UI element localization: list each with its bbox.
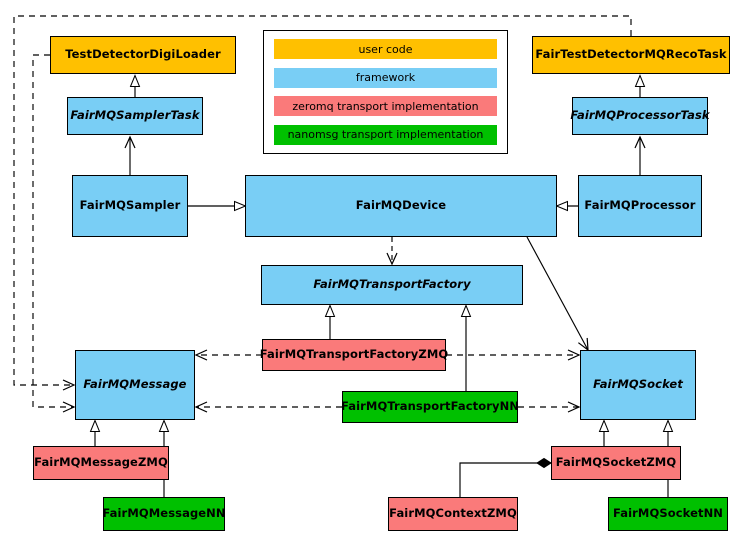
class-node-FairMQSampler[interactable]: FairMQSampler (72, 175, 188, 237)
class-node-label: FairMQSocket (593, 377, 683, 392)
class-node-label: FairMQTransportFactoryZMQ (259, 347, 449, 362)
class-node-label: FairMQMessageZMQ (34, 455, 168, 470)
class-node-FairTestDetectorMQRecoTask[interactable]: FairTestDetectorMQRecoTask (532, 36, 730, 74)
class-node-FairMQProcessorTask[interactable]: FairMQProcessorTask (570, 97, 710, 135)
class-node-label: FairMQTransportFactory (313, 277, 471, 292)
legend-label-user-code: user code (358, 42, 413, 56)
class-node-FairMQTransportFactoryZMQ[interactable]: FairMQTransportFactoryZMQ (259, 339, 449, 371)
class-node-label: FairMQSocketZMQ (555, 455, 677, 470)
class-node-label: FairMQContextZMQ (389, 506, 517, 521)
legend-item-nanomsg: nanomsg transport implementation (274, 124, 497, 145)
class-node-label: FairMQSocketNN (612, 506, 724, 521)
class-node-FairMQMessage[interactable]: FairMQMessage (75, 350, 195, 420)
class-node-FairMQProcessor[interactable]: FairMQProcessor (578, 175, 702, 237)
class-node-label: FairMQProcessorTask (570, 108, 710, 123)
legend-label-nanomsg: nanomsg transport implementation (287, 128, 484, 142)
legend-label-framework: framework (355, 71, 416, 85)
class-node-FairMQDevice[interactable]: FairMQDevice (245, 175, 557, 237)
class-node-FairMQSocketZMQ[interactable]: FairMQSocketZMQ (551, 446, 681, 480)
class-node-TestDetectorDigiLoader[interactable]: TestDetectorDigiLoader (50, 36, 236, 74)
class-node-label: TestDetectorDigiLoader (65, 47, 221, 62)
class-node-label: FairTestDetectorMQRecoTask (535, 47, 727, 62)
legend-item-user-code: user code (274, 39, 497, 59)
legend-panel: user code framework zeromq transport imp… (263, 30, 508, 154)
class-node-label: FairMQSampler (79, 198, 181, 213)
class-node-FairMQSocketNN[interactable]: FairMQSocketNN (608, 497, 728, 531)
class-node-FairMQSocket[interactable]: FairMQSocket (580, 350, 696, 420)
class-node-label: FairMQMessageNN (102, 506, 226, 521)
class-node-FairMQTransportFactory[interactable]: FairMQTransportFactory (261, 265, 523, 305)
class-node-FairMQMessageNN[interactable]: FairMQMessageNN (102, 497, 226, 531)
class-node-label: FairMQMessage (83, 377, 187, 392)
legend-item-zeromq: zeromq transport implementation (274, 96, 497, 117)
class-node-FairMQSamplerTask[interactable]: FairMQSamplerTask (67, 97, 203, 135)
class-node-FairMQMessageZMQ[interactable]: FairMQMessageZMQ (33, 446, 169, 480)
edge-socketzmq-contextzmq (459, 457, 552, 497)
class-node-label: FairMQProcessor (584, 198, 696, 213)
class-node-label: FairMQDevice (355, 198, 447, 213)
class-node-label: FairMQTransportFactoryNN (340, 399, 520, 414)
legend-item-framework: framework (274, 67, 497, 88)
class-node-label: FairMQSamplerTask (70, 108, 200, 123)
class-node-FairMQContextZMQ[interactable]: FairMQContextZMQ (388, 497, 518, 531)
edge-device-socket (526, 236, 588, 350)
class-node-FairMQTransportFactoryNN[interactable]: FairMQTransportFactoryNN (340, 391, 520, 423)
legend-label-zeromq: zeromq transport implementation (292, 99, 479, 113)
